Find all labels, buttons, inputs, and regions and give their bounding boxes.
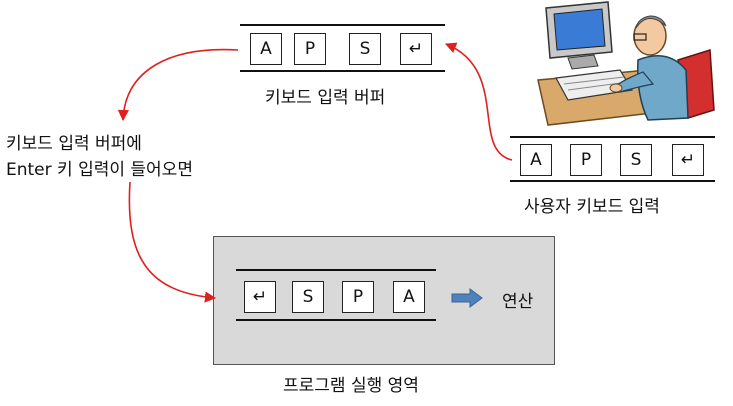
program-bottom-line [236,319,436,321]
buffer-key: A [250,33,282,65]
program-key: S [292,281,324,313]
condition-text-line2: Enter 키 입력이 들어오면 [6,160,193,180]
buffer-top-line [240,24,445,26]
user-key: P [570,144,602,176]
program-key: A [393,281,425,313]
program-key: P [342,281,374,313]
person-at-computer-illustration [528,0,718,128]
user-input-bottom-line [510,180,715,182]
user-key: S [620,144,652,176]
program-area-label: 프로그램 실행 영역 [283,376,419,396]
user-key: A [520,144,552,176]
arrow-buffer-to-condition [117,48,239,122]
buffer-key: ↵ [400,33,432,65]
user-key: ↵ [672,144,704,176]
operation-arrow-icon [451,288,483,308]
arrow-condition-to-program [128,181,217,303]
operation-label: 연산 [502,292,534,312]
user-input-label: 사용자 키보드 입력 [524,197,660,217]
buffer-key: P [294,33,326,65]
buffer-bottom-line [240,70,445,72]
program-key: ↵ [244,281,276,313]
keyboard-buffer-label: 키보드 입력 버퍼 [265,88,386,108]
condition-text-line1: 키보드 입력 버퍼에 [6,134,142,154]
user-input-top-line [510,136,715,138]
arrow-user-to-buffer [444,42,513,161]
program-top-line [236,269,436,271]
buffer-key: S [349,33,381,65]
